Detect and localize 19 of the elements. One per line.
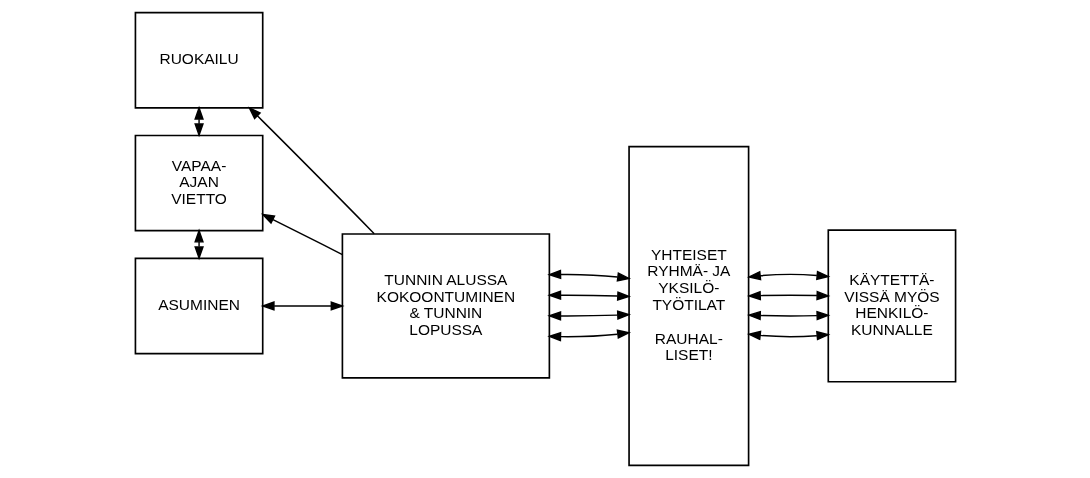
arrow [546,269,631,282]
node-box: VAPAA- AJAN VIETTO [134,134,264,232]
arrow [193,105,204,138]
node-box: KÄYTETTÄ- VISSÄ MYÖS HENKILÖ- KUNNALLE [826,229,956,383]
arrow [247,106,375,235]
arrow [260,301,345,311]
node-box: TUNNIN ALUSSA KOKOONTUMINEN & TUNNIN LOPUSSA [341,233,550,379]
arrow [746,270,830,281]
arrow [546,290,631,301]
arrow [746,330,830,341]
node-box: RUOKAILU [134,11,264,109]
arrow [546,329,631,342]
arrow [260,213,343,256]
arrow [193,228,204,261]
arrow [546,310,631,321]
arrow [746,310,830,321]
node-box: YHTEISET RYHMÄ- JA YKSILÖ- TYÖTILAT RAUHAL- LISET! [627,145,749,467]
arrow [746,290,830,301]
node-box: ASUMINEN [134,257,264,355]
